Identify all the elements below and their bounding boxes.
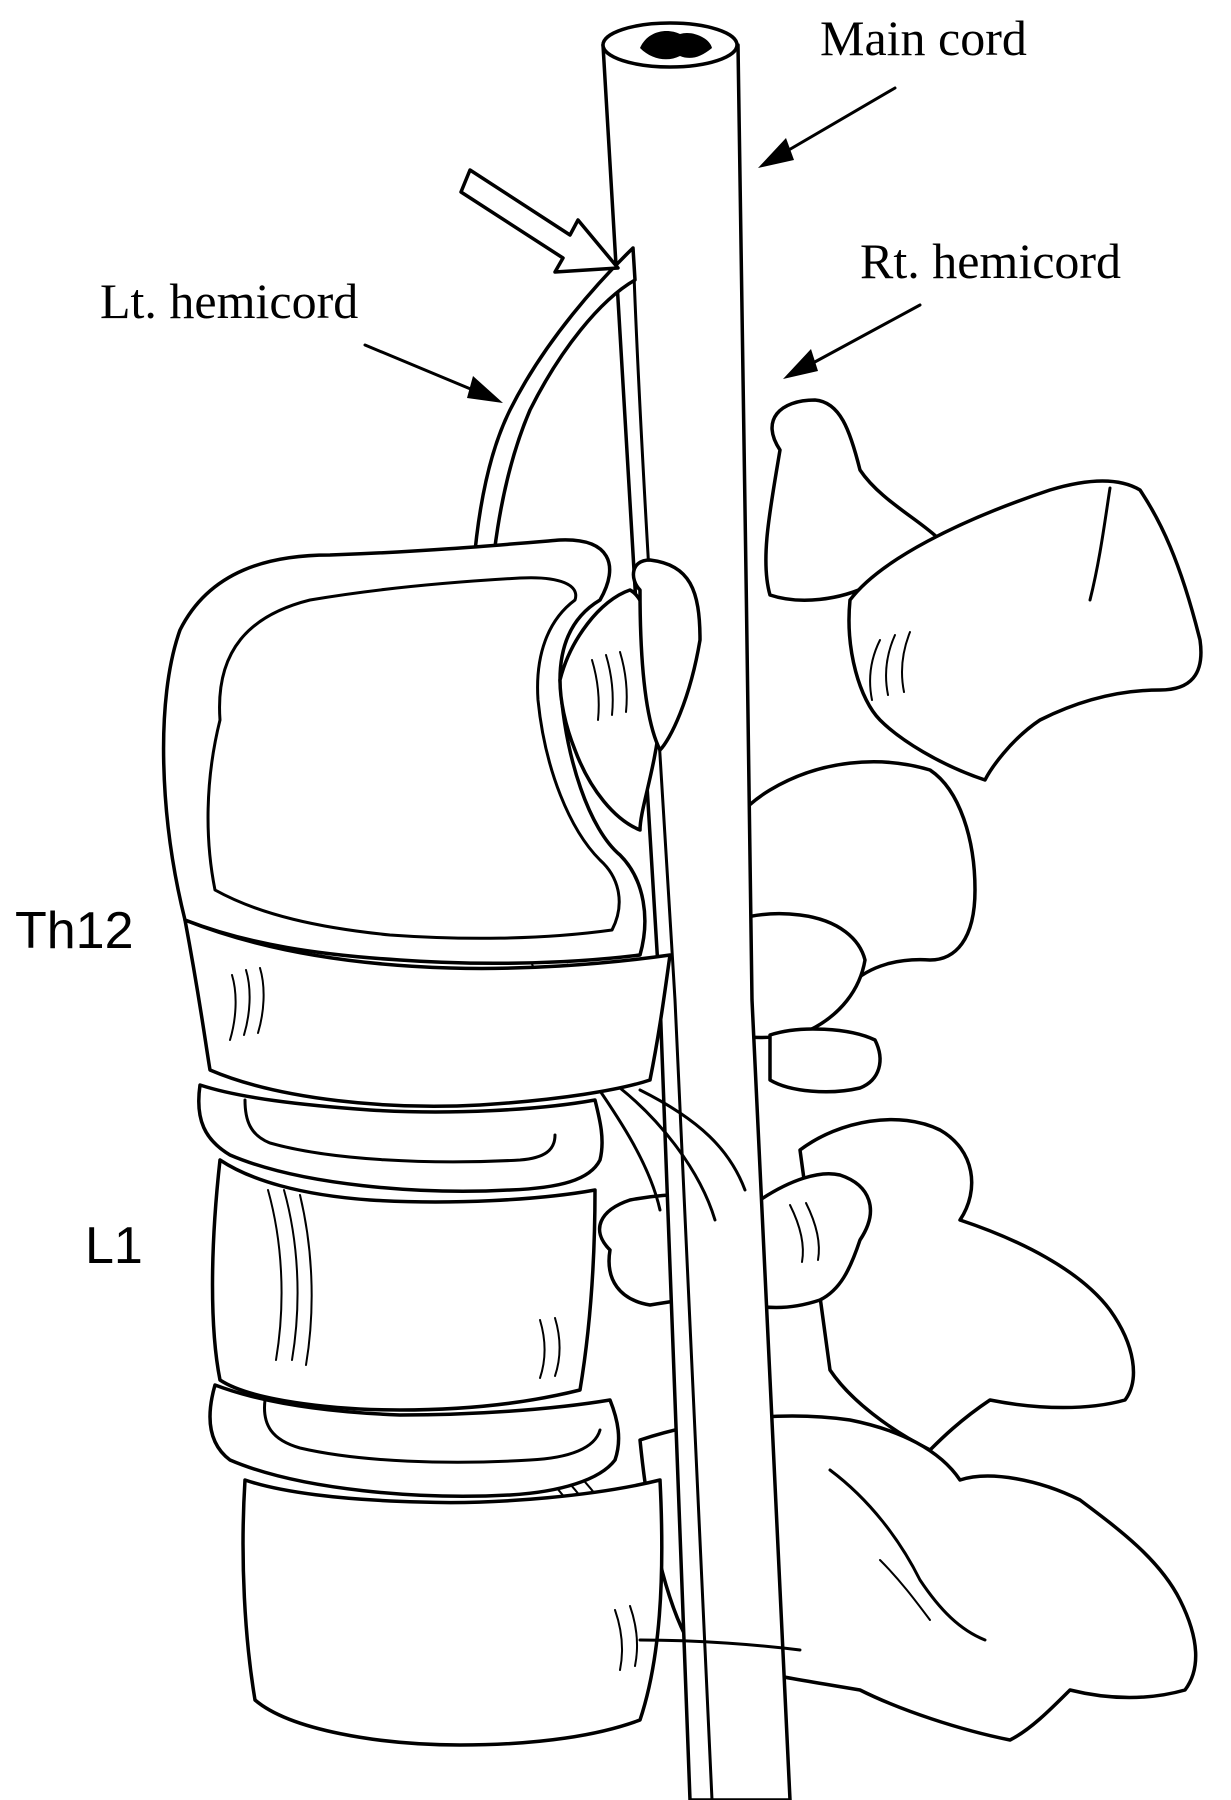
l1-body-ridges-right — [539, 1317, 561, 1379]
split-point-arrow-icon — [459, 168, 620, 274]
lt-hemicord-arrow-shaft — [363, 343, 487, 397]
nerve-root — [618, 1086, 717, 1222]
th11-pedicle — [631, 558, 702, 752]
main-cord-arrow-head-icon — [758, 138, 794, 168]
th12-pedicle-ridges — [591, 651, 628, 721]
th12-label: Th12 — [15, 902, 134, 960]
rt-hemicord-label: Rt. hemicord — [860, 233, 1121, 289]
l1-l2-disc-inner — [262, 1398, 602, 1464]
l2-body-ridges — [614, 1605, 639, 1671]
th12-vertebral-body — [183, 918, 672, 1108]
l2-lamina-ridge — [879, 1559, 931, 1621]
l2-lamina-edge — [828, 1468, 987, 1642]
l1-transverse-ridges — [789, 1202, 820, 1263]
main-cord-label: Main cord — [820, 10, 1027, 66]
l1-body-ridges — [267, 1189, 313, 1366]
th12-l1-disc — [197, 1083, 604, 1193]
th12-endplate — [161, 538, 647, 966]
l2-vertebral-body — [241, 1478, 664, 1747]
nerve-root — [638, 1088, 747, 1192]
th11-lamina-edge — [1088, 486, 1112, 602]
arrows — [363, 86, 922, 403]
th11-transverse-process — [847, 479, 1203, 782]
vertebral-bodies — [161, 538, 802, 1747]
lt-hemicord-arrow-head-icon — [467, 376, 503, 403]
lt-hemicord-label: Lt. hemicord — [100, 273, 358, 329]
main-cord-lumen — [640, 30, 712, 60]
l1-spinous-process — [798, 1117, 1136, 1452]
l1-label: L1 — [85, 1217, 143, 1275]
rt-hemicord-arrow-head-icon — [783, 349, 818, 379]
th12-pedicle — [558, 588, 662, 832]
l1-l2-disc — [208, 1383, 621, 1498]
rt-hemicord-arrow-shaft — [798, 303, 922, 372]
th12-body-ridges — [229, 967, 265, 1041]
nerve-root — [594, 1083, 662, 1212]
th12-facet — [768, 1027, 882, 1094]
th11-facet-ridges — [869, 631, 911, 701]
th12-l1-disc-inner — [243, 1098, 557, 1164]
main-cord — [601, 43, 792, 1800]
th12-endplate-inner — [206, 576, 621, 940]
labels: Main cord Rt. hemicord Lt. hemicord Th12… — [15, 10, 1121, 1275]
main-cord-arrow-shaft — [773, 86, 897, 160]
l2-lower-edge — [638, 1638, 802, 1652]
